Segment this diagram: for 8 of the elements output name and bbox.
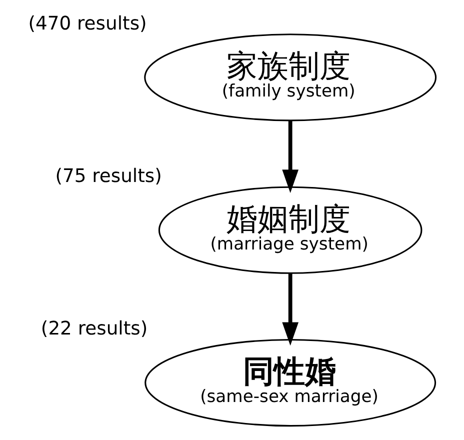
arrow [282,273,299,346]
node-label: (470 results) [28,13,147,34]
node-label: (22 results) [40,318,148,340]
node-ellipse: 同性婚 (same-sex marriage) [144,339,436,427]
node-label: (75 results) [55,166,162,187]
node-ellipse: 婚姻制度 (marriage system) [158,186,422,274]
arrow [282,120,299,193]
node-ellipse: 家族制度 (family system) [144,34,437,122]
